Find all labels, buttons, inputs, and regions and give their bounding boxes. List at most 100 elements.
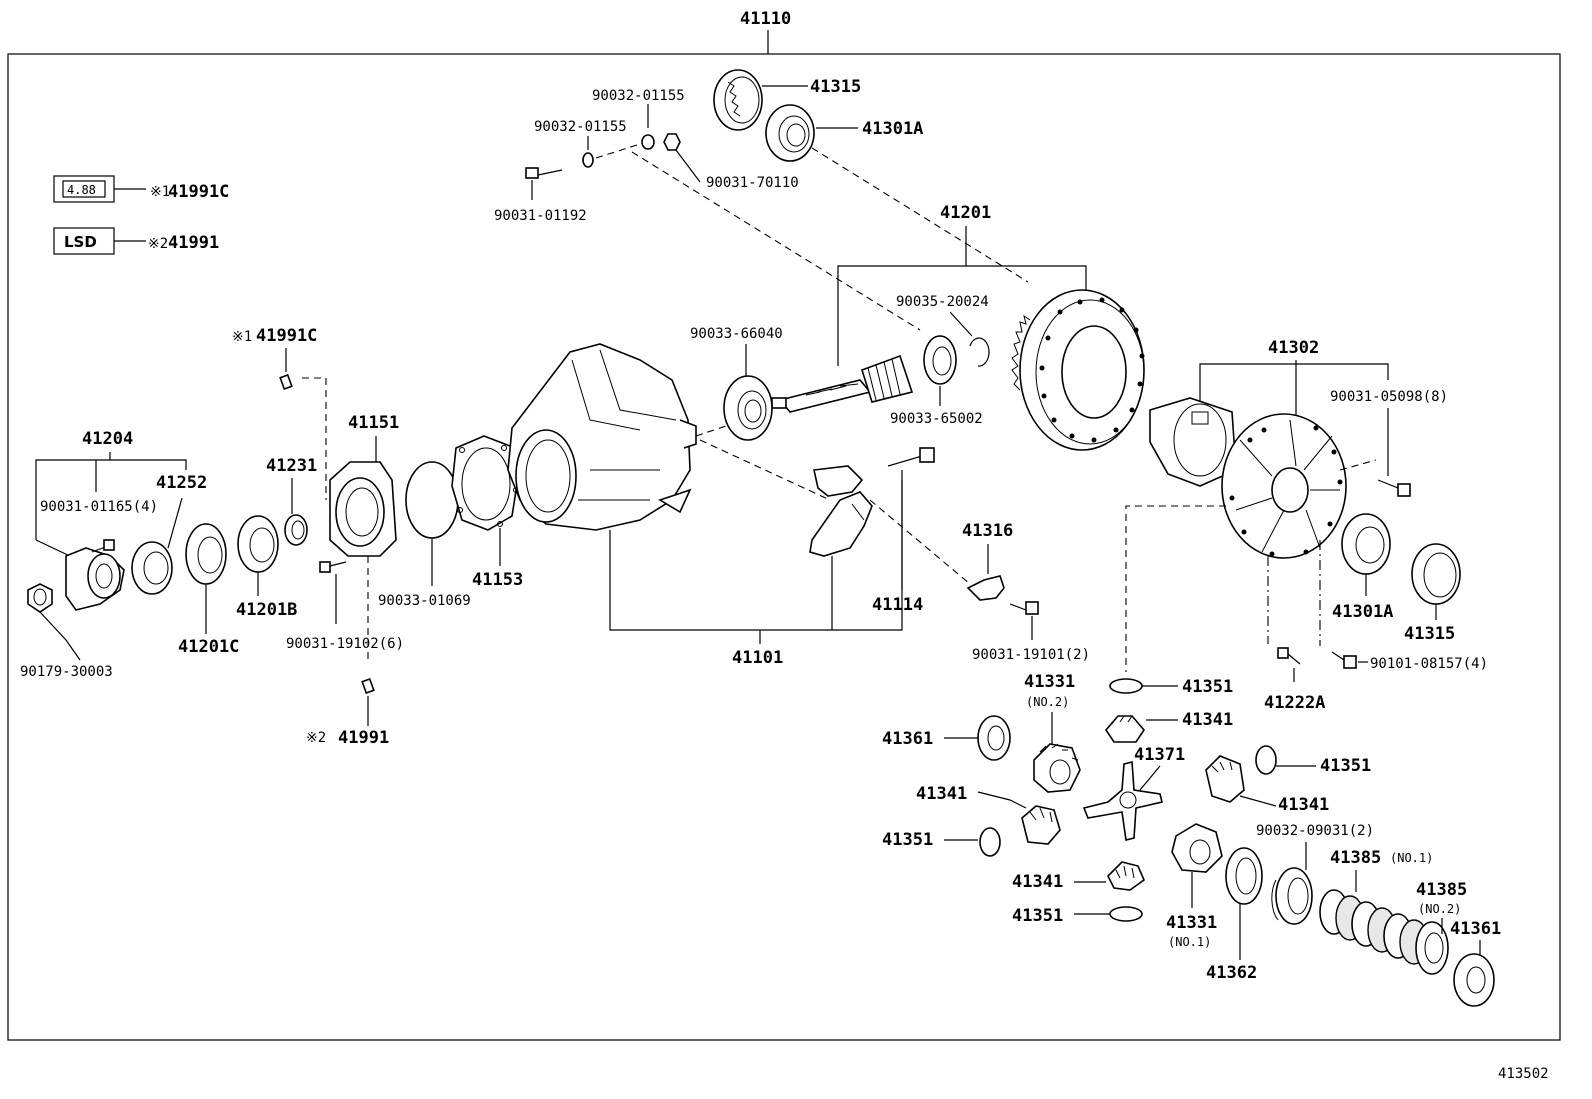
pinion-shaft-41371: [1082, 760, 1163, 841]
legend-part-41991[interactable]: 41991: [168, 233, 219, 253]
callout-41341-b[interactable]: 41341: [1278, 795, 1329, 815]
callout-41222a[interactable]: 41222A: [1264, 693, 1325, 713]
figure-code: 413502: [1498, 1066, 1549, 1082]
oil-seal-41315-top: [713, 69, 763, 131]
callout-41252[interactable]: 41252: [156, 473, 207, 493]
bolt-90031-05098: [1377, 479, 1411, 497]
nut-90179-30003: [27, 583, 53, 613]
callout-41201[interactable]: 41201: [940, 203, 991, 223]
callout-41331-no2-sub: (NO.2): [1026, 695, 1069, 709]
callout-41385-no1[interactable]: 41385: [1330, 848, 1381, 868]
bearing-41201c: [185, 523, 227, 585]
companion-flange: [65, 547, 125, 611]
callout-41385-no2[interactable]: 41385: [1416, 880, 1467, 900]
thrust-washer-41361-a: [977, 715, 1011, 761]
bearing-cap-lower: [809, 491, 873, 557]
callout-41231[interactable]: 41231: [266, 456, 317, 476]
callout-41385-no1-sub: (NO.1): [1390, 851, 1433, 865]
callout-90031-70110[interactable]: 90031-70110: [706, 175, 799, 191]
legend-mark-2: ※2: [148, 236, 168, 252]
thrust-washer-41361-b: [1453, 953, 1495, 1007]
differential-case-half: [1149, 397, 1237, 487]
callout-41362[interactable]: 41362: [1206, 963, 1257, 983]
callout-41301a-bottom[interactable]: 41301A: [1332, 602, 1393, 622]
callout-90032-01155-a[interactable]: 90032-01155: [592, 88, 685, 104]
callout-41991c[interactable]: 41991C: [256, 326, 317, 346]
callout-41331-no1[interactable]: 41331: [1166, 913, 1217, 933]
callout-41351-c[interactable]: 41351: [882, 830, 933, 850]
callout-41331-no2[interactable]: 41331: [1024, 672, 1075, 692]
callout-41302[interactable]: 41302: [1268, 338, 1319, 358]
callout-41385-no2-sub: (NO.2): [1418, 902, 1461, 916]
callout-41341-d[interactable]: 41341: [1012, 872, 1063, 892]
callout-41201b[interactable]: 41201B: [236, 600, 297, 620]
callout-41301a-top[interactable]: 41301A: [862, 119, 923, 139]
callout-90031-05098[interactable]: 90031-05098(8): [1330, 389, 1448, 405]
nut-90031-70110: [663, 133, 681, 151]
callout-41341-c[interactable]: 41341: [916, 784, 967, 804]
bearing-retainer-41151: [329, 461, 397, 557]
drive-pinion: [771, 354, 914, 413]
callout-41151[interactable]: 41151: [348, 413, 399, 433]
callout-90031-19101[interactable]: 90031-19101(2): [972, 647, 1090, 663]
bearing-41301a-bottom: [1341, 513, 1391, 575]
callout-90031-01192[interactable]: 90031-01192: [494, 208, 587, 224]
snap-ring-90035-20024: [969, 337, 990, 367]
legend-lsd-box-text: LSD: [64, 233, 97, 251]
thrust-washer-41351-a: [1109, 678, 1143, 694]
legend-part-41991c[interactable]: 41991C: [168, 182, 229, 202]
gasket-41153: [451, 435, 519, 531]
pin-41991: [361, 677, 375, 695]
legend-mark-1: ※1: [150, 184, 170, 200]
callout-41315-bottom[interactable]: 41315: [1404, 624, 1455, 644]
callout-41991-mark: ※2: [306, 730, 326, 746]
callout-90033-65002[interactable]: 90033-65002: [890, 411, 983, 427]
thrust-washer-41362: [1225, 847, 1263, 905]
callout-41204[interactable]: 41204: [82, 429, 133, 449]
callout-41201c[interactable]: 41201C: [178, 637, 239, 657]
callout-41351-d[interactable]: 41351: [1012, 906, 1063, 926]
callout-90101-08157[interactable]: 90101-08157(4): [1370, 656, 1488, 672]
callout-41114[interactable]: 41114: [872, 595, 923, 615]
callout-41316[interactable]: 41316: [962, 521, 1013, 541]
assembly-frame: 41110: [7, 9, 1561, 1041]
callout-41991c-mark: ※1: [232, 329, 252, 345]
callout-90032-09031[interactable]: 90032-09031(2): [1256, 823, 1374, 839]
pinion-gear-41341-c: [1021, 805, 1061, 845]
callout-41101[interactable]: 41101: [732, 648, 783, 668]
o-ring-90033-01069: [405, 461, 459, 539]
callout-41361-b[interactable]: 41361: [1450, 919, 1501, 939]
callout-41341-a[interactable]: 41341: [1182, 710, 1233, 730]
bearing-41301a-top: [765, 104, 815, 162]
clutch-plate-stack: [1319, 889, 1449, 975]
callout-41315-top[interactable]: 41315: [810, 77, 861, 97]
callout-90033-01069[interactable]: 90033-01069: [378, 593, 471, 609]
callout-41371[interactable]: 41371: [1134, 745, 1185, 765]
callout-41351-b[interactable]: 41351: [1320, 756, 1371, 776]
callout-41991[interactable]: 41991: [338, 728, 389, 748]
pinion-gear-41341-b: [1205, 755, 1245, 803]
callout-90031-19102[interactable]: 90031-19102(6): [286, 636, 404, 652]
bearing-90033-66040: [723, 375, 773, 441]
callout-90031-01165[interactable]: 90031-01165(4): [40, 499, 158, 515]
callout-90032-01155-b[interactable]: 90032-01155: [534, 119, 627, 135]
differential-case-flange: [1221, 413, 1347, 559]
callout-90179-30003[interactable]: 90179-30003: [20, 664, 113, 680]
ring-gear: [1011, 289, 1145, 451]
spacer-41231: [284, 514, 308, 546]
oil-seal-41252: [131, 541, 173, 595]
callout-41361-a[interactable]: 41361: [882, 729, 933, 749]
thrust-washer-41351-b: [1255, 745, 1277, 775]
pinion-gear-41341-a: [1104, 715, 1146, 743]
callout-90033-66040[interactable]: 90033-66040: [690, 326, 783, 342]
assembly-number-label[interactable]: 41110: [740, 9, 791, 29]
legend: 4.88 ※1 41991C LSD ※2 41991: [53, 175, 229, 255]
callout-90035-20024[interactable]: 90035-20024: [896, 294, 989, 310]
bearing-90033-65002: [923, 335, 957, 385]
bolt-41222a: [1277, 647, 1301, 665]
callout-41153[interactable]: 41153: [472, 570, 523, 590]
bolt-90101-08157: [1331, 651, 1357, 669]
bolt-41114: [887, 447, 935, 467]
callout-41351-a[interactable]: 41351: [1182, 677, 1233, 697]
